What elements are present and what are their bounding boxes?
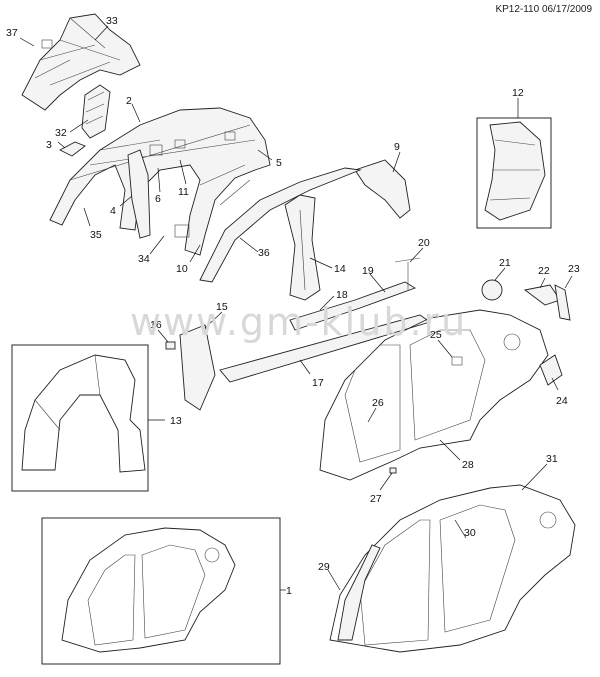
part-plate-3 [59, 141, 86, 157]
callout-32: 32 [55, 127, 67, 139]
leader-lines [19, 25, 573, 591]
part-rear-bracket-24 [539, 354, 563, 386]
callout-34: 34 [138, 253, 150, 265]
part-b-pillar-14 [284, 194, 321, 301]
part-rear-inner-upper [21, 13, 141, 111]
part-rear-quarter-9 [354, 159, 411, 219]
callout-11: 11 [178, 186, 189, 198]
callout-33: 33 [106, 15, 118, 27]
part-bracket-32 [81, 84, 111, 139]
callout-35: 35 [90, 229, 102, 241]
callout-12: 12 [512, 87, 524, 99]
part-outer-skin-29-31 [329, 484, 576, 653]
callout-10: 10 [176, 263, 188, 275]
callout-1: 1 [286, 585, 292, 597]
part-clip-27 [389, 467, 397, 474]
callout-5: 5 [276, 157, 282, 169]
callout-30: 30 [464, 527, 476, 539]
callout-22: 22 [538, 265, 550, 277]
callout-16: 16 [150, 319, 162, 331]
callout-box-12 [476, 117, 552, 229]
document-code: KP12-110 06/17/2009 [495, 4, 592, 15]
callout-36: 36 [258, 247, 270, 259]
callout-26: 26 [372, 397, 384, 409]
callout-17: 17 [312, 377, 324, 389]
part-complete-body-side-1 [61, 527, 236, 653]
part-inner-roof-panel [49, 107, 271, 256]
part-rocker-reinf [289, 257, 421, 331]
callout-15: 15 [216, 301, 228, 313]
callout-29: 29 [318, 561, 330, 573]
callout-3: 3 [46, 139, 52, 151]
callout-19: 19 [362, 265, 374, 277]
part-front-side-inner-13 [21, 354, 146, 473]
part-sill-inner [165, 314, 432, 411]
callout-27: 27 [370, 493, 382, 505]
callout-labels: 37 33 2 32 3 4 6 11 5 35 34 10 9 36 14 1… [6, 15, 580, 597]
part-outer-body-side-28 [319, 309, 549, 481]
callout-37: 37 [6, 27, 18, 39]
callout-2: 2 [126, 95, 132, 107]
callout-24: 24 [556, 395, 568, 407]
callout-21: 21 [499, 257, 511, 269]
callout-6: 6 [155, 193, 161, 205]
callout-28: 28 [462, 459, 474, 471]
callout-23: 23 [568, 263, 580, 275]
callout-box-1 [41, 517, 281, 665]
callout-13: 13 [170, 415, 182, 427]
part-b-pillar-inner [127, 149, 151, 239]
part-rear-quarter-inner-12 [484, 121, 546, 221]
callout-4: 4 [110, 205, 116, 217]
part-roof-rail-36 [199, 167, 362, 283]
callout-18: 18 [336, 289, 348, 301]
callout-31: 31 [546, 453, 558, 465]
callout-20: 20 [418, 237, 430, 249]
callout-9: 9 [394, 141, 400, 153]
callout-25: 25 [430, 329, 442, 341]
part-fuel-door [481, 279, 571, 321]
callout-box-13 [11, 344, 149, 492]
callout-14: 14 [334, 263, 346, 275]
